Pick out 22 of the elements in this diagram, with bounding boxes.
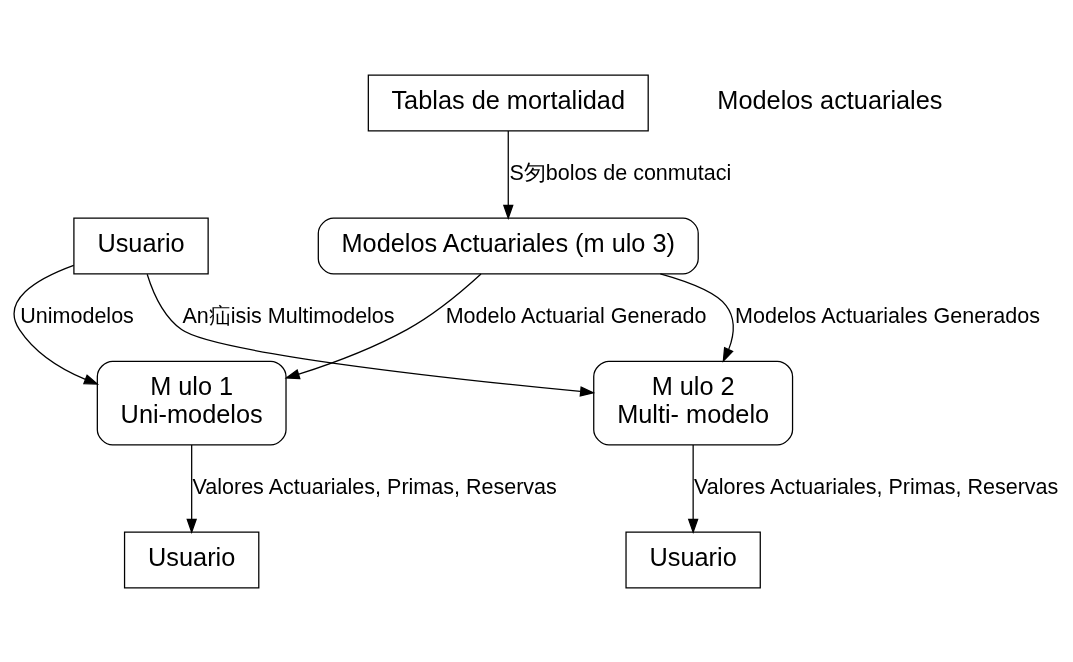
label: Modelos actuariales bbox=[717, 85, 943, 114]
node-box: M ulo 2 Multi- modelo bbox=[593, 360, 794, 445]
arrow bbox=[146, 273, 596, 397]
node-box: Usuario bbox=[73, 217, 209, 274]
arrow bbox=[186, 443, 197, 534]
node-box: Usuario bbox=[123, 531, 260, 589]
arrow bbox=[284, 272, 482, 379]
arrow bbox=[13, 264, 100, 385]
node-box: Usuario bbox=[625, 531, 761, 589]
node-box: M ulo 1 Uni-modelos bbox=[96, 360, 287, 445]
edge-label: Modelo Actuarial Generado bbox=[445, 303, 707, 328]
edge-label: An疝isis Multimodelos bbox=[182, 303, 395, 328]
edge-label: Unimodelos bbox=[20, 303, 134, 328]
arrow bbox=[687, 443, 699, 534]
edge-label: S匇bolos de conmutaci bbox=[509, 160, 732, 185]
node-box: Tablas de mortalidad bbox=[367, 73, 649, 131]
node-box: Modelos Actuariales (m ulo 3) bbox=[317, 217, 699, 274]
edge-label: Modelos Actuariales Generados bbox=[735, 303, 1041, 328]
edge-label: Valores Actuariales, Primas, Reservas bbox=[693, 474, 1059, 499]
arrow bbox=[659, 272, 734, 363]
arrow bbox=[502, 129, 514, 220]
edge-label: Valores Actuariales, Primas, Reservas bbox=[192, 474, 557, 499]
